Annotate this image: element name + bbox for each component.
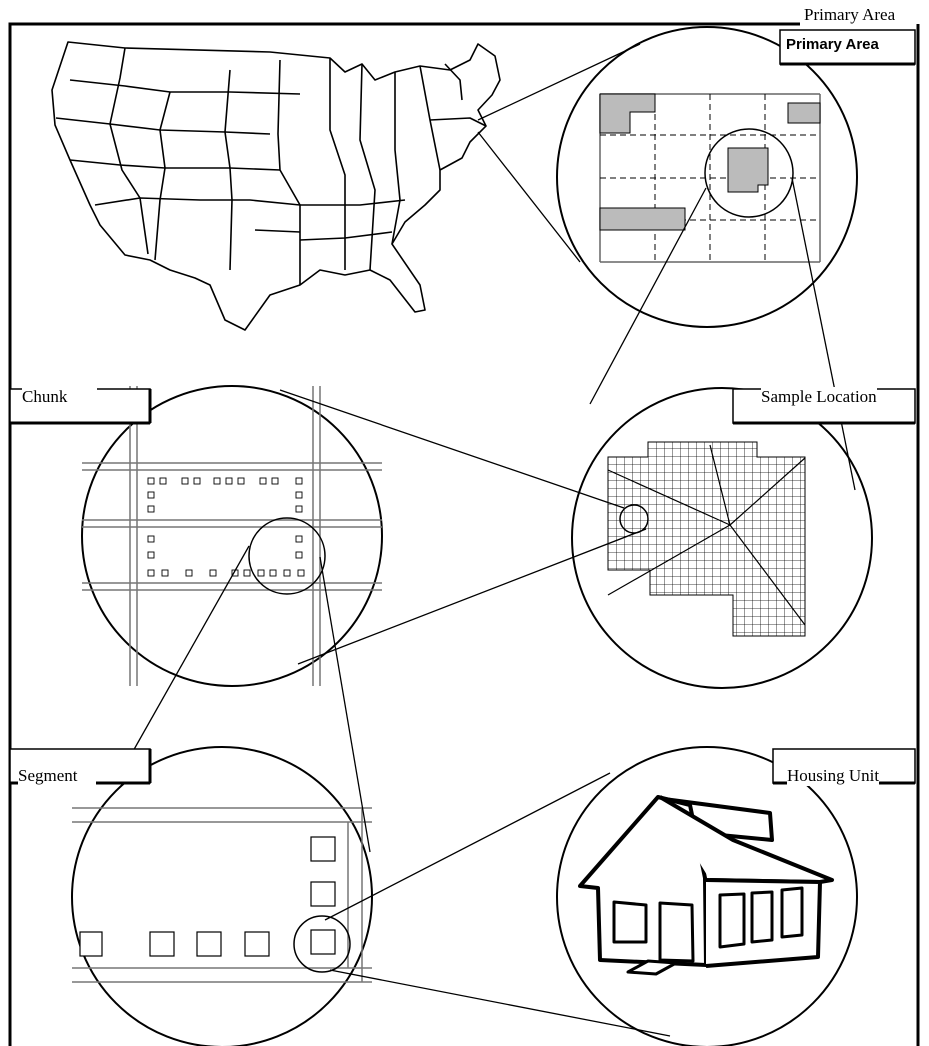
- chunk-zoom: [81, 385, 383, 687]
- connector-lines: [131, 43, 856, 1037]
- shaded-region: [787, 102, 821, 124]
- us-map: [51, 41, 501, 331]
- housing-unit-label: Housing Unit: [787, 766, 880, 786]
- diagram-frame: [8, 22, 920, 1046]
- sample-location-label: Sample Location: [761, 387, 877, 407]
- zoom-inset-circle: [293, 915, 351, 973]
- primary-area-circle: [556, 26, 858, 328]
- shaded-region: [599, 93, 656, 134]
- zoom-inset-circle: [704, 128, 794, 218]
- segment-label: Segment: [18, 766, 96, 786]
- sample-location-zoom: [571, 387, 873, 689]
- primary-area-label: Primary Area: [804, 5, 896, 25]
- chunk-circle: [81, 385, 383, 687]
- zoom-inset-circle: [248, 517, 326, 595]
- house-icon: [578, 795, 834, 976]
- chunk-label: Chunk: [22, 387, 98, 407]
- primary-area-zoom: [556, 26, 858, 328]
- segment-zoom: [71, 746, 373, 1046]
- shaded-region: [599, 207, 686, 231]
- housing-unit-zoom: [556, 746, 858, 1046]
- primary-area-box-label: Primary Area: [786, 36, 879, 53]
- shaded-region: [727, 147, 769, 193]
- us-outline: [51, 41, 501, 331]
